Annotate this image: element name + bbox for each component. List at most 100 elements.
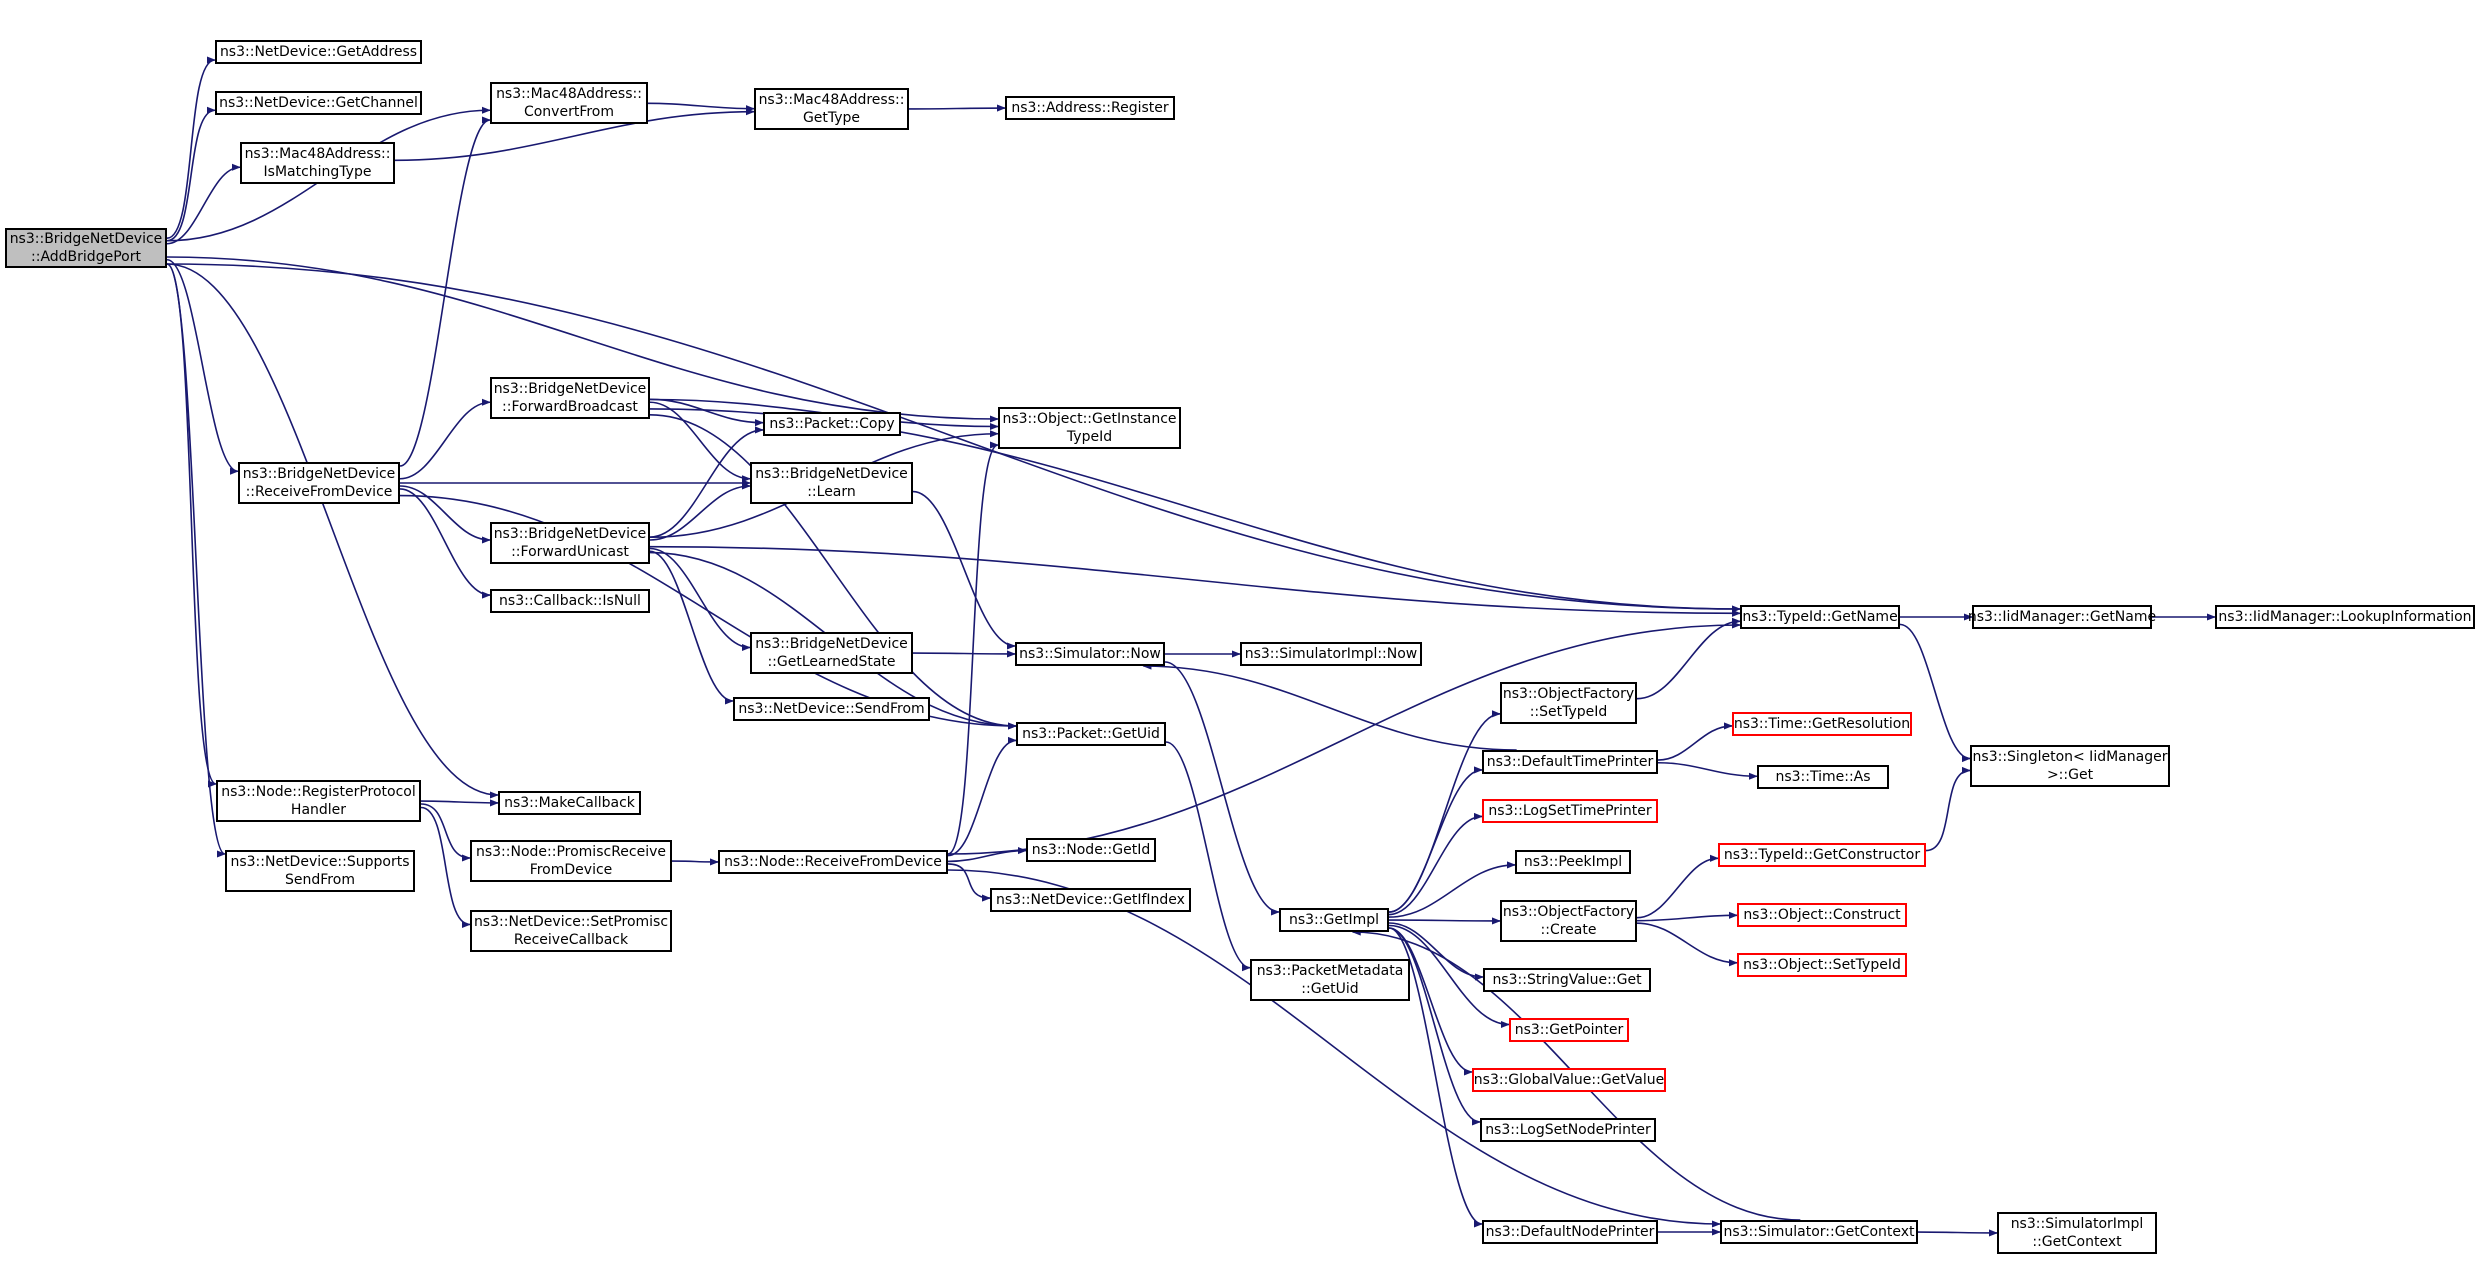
edge-defaulttimeprinter-to-sim_now xyxy=(1142,662,1517,751)
graph-node-time-as[interactable]: ns3::Time::As xyxy=(1757,765,1889,789)
edge-root-to-mac_ismatching xyxy=(166,163,241,245)
graph-node-registerprotocolhandler[interactable]: ns3::Node::RegisterProtocol Handler xyxy=(216,780,421,822)
edge-bnd_forwardbroadcast-to-packet_getuid xyxy=(649,414,1017,730)
edge-bnd_forwardbroadcast-to-typeid_getname xyxy=(649,408,1741,613)
edge-mac_convertfrom-to-mac_gettype xyxy=(647,102,755,113)
graph-node-nd-supportssendfrom[interactable]: ns3::NetDevice::Supports SendFrom xyxy=(225,850,415,892)
edge-node_receivefromdevice-to-nd_getifindex xyxy=(947,863,991,902)
edge-getimpl-to-logsetnodeprinter xyxy=(1388,927,1481,1126)
graph-node-packet-copy[interactable]: ns3::Packet::Copy xyxy=(763,412,901,436)
edge-node_receivefromdevice-to-node_getid xyxy=(947,847,1027,863)
edge-mac_ismatching-to-mac_gettype xyxy=(394,108,755,162)
edge-node_registerprotocolhandler-to-makecallback xyxy=(420,799,499,807)
edge-getimpl-to-objfactory_create xyxy=(1388,917,1501,925)
edge-bnd_forwardbroadcast-to-packet_copy xyxy=(649,398,764,427)
graph-node-defaulttimeprinter[interactable]: ns3::DefaultTimePrinter xyxy=(1482,750,1658,774)
graph-node-globalvalue-getvalue[interactable]: ns3::GlobalValue::GetValue xyxy=(1472,1068,1666,1092)
edge-typeid_getconstructor-to-singleton_get xyxy=(1925,766,1971,852)
graph-node-logsettimeprinter[interactable]: ns3::LogSetTimePrinter xyxy=(1482,799,1658,823)
graph-node-packet-getuid[interactable]: ns3::Packet::GetUid xyxy=(1016,722,1166,746)
edge-root-to-nd_getchannel xyxy=(166,106,216,242)
graph-node-nd-getchannel[interactable]: ns3::NetDevice::GetChannel xyxy=(215,91,422,115)
graph-node-time-getresolution[interactable]: ns3::Time::GetResolution xyxy=(1732,712,1912,736)
edge-bnd_forwardunicast-to-nd_sendfrom xyxy=(649,550,734,705)
graph-node-object-settypeid[interactable]: ns3::Object::SetTypeId xyxy=(1737,953,1907,977)
edge-objfactory_settypeid-to-typeid_getname xyxy=(1636,617,1741,700)
graph-node-forwardunicast[interactable]: ns3::BridgeNetDevice ::ForwardUnicast xyxy=(490,522,650,564)
edge-bnd_receivefromdevice-to-callback_isnull xyxy=(399,488,491,599)
edge-bnd_receivefromdevice-to-bnd_forwardbroadcast xyxy=(399,398,491,480)
graph-node-address-register[interactable]: ns3::Address::Register xyxy=(1005,96,1175,120)
graph-node-logsetnodeprinter[interactable]: ns3::LogSetNodePrinter xyxy=(1480,1118,1656,1142)
graph-node-iidmanager-lookupinformation[interactable]: ns3::IidManager::LookupInformation xyxy=(2215,605,2475,629)
edge-objfactory_create-to-obj_settypeid xyxy=(1636,922,1738,967)
edge-node_receivefromdevice-to-packet_getuid xyxy=(947,736,1017,857)
graph-node-object-getinstancetypeid[interactable]: ns3::Object::GetInstance TypeId xyxy=(998,407,1181,449)
graph-node-root: ns3::BridgeNetDevice ::AddBridgePort xyxy=(5,228,167,268)
edge-bnd_forwardbroadcast-to-bnd_learn xyxy=(649,401,751,483)
graph-node-nd-sendfrom[interactable]: ns3::NetDevice::SendFrom xyxy=(733,697,930,721)
edge-getimpl-to-logsettimeprinter xyxy=(1388,812,1483,916)
graph-node-objectfactory-settypeid[interactable]: ns3::ObjectFactory ::SetTypeId xyxy=(1500,682,1637,724)
edge-root-to-nd_supportssendfrom xyxy=(166,263,226,858)
edge-root-to-obj_getinstancetypeid xyxy=(166,256,999,423)
edge-mac_gettype-to-addr_register xyxy=(908,104,1006,112)
graph-node-nd-getaddress[interactable]: ns3::NetDevice::GetAddress xyxy=(215,40,422,64)
graph-node-stringvalue-get[interactable]: ns3::StringValue::Get xyxy=(1483,968,1651,992)
edge-bnd_receivefromdevice-to-bnd_forwardunicast xyxy=(399,485,491,544)
edge-node_registerprotocolhandler-to-node_promiscreceive xyxy=(420,803,471,862)
edge-bnd_forwardunicast-to-packet_copy xyxy=(649,426,764,538)
graph-node-mac-convertfrom[interactable]: ns3::Mac48Address:: ConvertFrom xyxy=(490,82,648,124)
edge-root-to-node_registerprotocolhandler xyxy=(166,263,217,788)
edge-typeid_getname-to-singleton_get xyxy=(1899,623,1971,763)
graph-node-forwardbroadcast[interactable]: ns3::BridgeNetDevice ::ForwardBroadcast xyxy=(490,377,650,419)
graph-node-defaultnodeprinter[interactable]: ns3::DefaultNodePrinter xyxy=(1482,1220,1658,1244)
edge-objfactory_create-to-obj_construct xyxy=(1636,911,1738,922)
edge-objfactory_create-to-typeid_getconstructor xyxy=(1636,854,1719,919)
graph-node-getimpl[interactable]: ns3::GetImpl xyxy=(1279,908,1389,932)
graph-node-getpointer[interactable]: ns3::GetPointer xyxy=(1509,1018,1629,1042)
edge-defaulttimeprinter-to-time_as xyxy=(1657,761,1758,780)
edge-bnd_forwardunicast-to-bnd_getlearnedstate xyxy=(649,547,751,652)
graph-node-node-getid[interactable]: ns3::Node::GetId xyxy=(1026,838,1156,862)
graph-node-callback-isnull[interactable]: ns3::Callback::IsNull xyxy=(490,589,650,613)
graph-node-promiscreceivefromdevice[interactable]: ns3::Node::PromiscReceive FromDevice xyxy=(470,840,672,882)
graph-node-objectfactory-create[interactable]: ns3::ObjectFactory ::Create xyxy=(1500,900,1637,942)
graph-node-iidmanager-getname[interactable]: ns3::IidManager::GetName xyxy=(1968,605,2156,629)
graph-node-simulatorimpl-getcontext[interactable]: ns3::SimulatorImpl ::GetContext xyxy=(1997,1212,2157,1254)
edge-getimpl-to-defaulttimeprinter xyxy=(1388,766,1483,913)
graph-node-typeid-getconstructor[interactable]: ns3::TypeId::GetConstructor xyxy=(1718,843,1926,867)
graph-node-simulator-getcontext[interactable]: ns3::Simulator::GetContext xyxy=(1720,1220,1918,1244)
edge-node_receivefromdevice-to-obj_getinstancetypeid xyxy=(947,441,999,855)
graph-node-typeid-getname[interactable]: ns3::TypeId::GetName xyxy=(1740,605,1900,629)
graph-node-bridge-receivefromdevice[interactable]: ns3::BridgeNetDevice ::ReceiveFromDevice xyxy=(238,462,400,504)
edge-root-to-nd_getaddress xyxy=(166,56,216,239)
graph-node-makecallback[interactable]: ns3::MakeCallback xyxy=(498,791,641,815)
edge-bnd_forwardunicast-to-typeid_getname xyxy=(649,545,1741,617)
graph-node-peekimpl[interactable]: ns3::PeekImpl xyxy=(1515,850,1631,874)
edge-node_promiscreceive-to-node_receivefromdevice xyxy=(671,858,719,866)
edge-getimpl-to-getpointer xyxy=(1388,924,1510,1029)
graph-node-learn[interactable]: ns3::BridgeNetDevice ::Learn xyxy=(750,462,913,504)
edge-node_registerprotocolhandler-to-nd_setpromisc xyxy=(420,806,471,929)
edge-getimpl-to-peekimpl xyxy=(1388,861,1516,918)
edge-getimpl-to-defaultnodeprinter xyxy=(1388,927,1483,1228)
edge-bnd_receivefromdevice-to-mac_convertfrom xyxy=(399,116,491,467)
graph-node-object-construct[interactable]: ns3::Object::Construct xyxy=(1737,903,1907,927)
graph-node-singleton-get[interactable]: ns3::Singleton< IidManager >::Get xyxy=(1970,745,2170,787)
graph-node-node-receivefromdevice[interactable]: ns3::Node::ReceiveFromDevice xyxy=(718,850,948,874)
graph-node-nd-setpromiscreceivecallback[interactable]: ns3::NetDevice::SetPromisc ReceiveCallba… xyxy=(470,910,672,952)
graph-node-simulator-now[interactable]: ns3::Simulator::Now xyxy=(1015,642,1165,666)
graph-node-mac-gettype[interactable]: ns3::Mac48Address:: GetType xyxy=(754,88,909,130)
edge-bnd_forwardunicast-to-bnd_learn xyxy=(649,482,751,541)
graph-node-nd-getifindex[interactable]: ns3::NetDevice::GetIfIndex xyxy=(990,888,1191,912)
graph-node-getlearnedstate[interactable]: ns3::BridgeNetDevice ::GetLearnedState xyxy=(750,632,913,674)
graph-node-simulatorimpl-now[interactable]: ns3::SimulatorImpl::Now xyxy=(1240,642,1422,666)
edge-sim_now-to-getimpl xyxy=(1164,661,1280,916)
edge-packet_getuid-to-packetmetadata_getuid xyxy=(1165,741,1251,972)
graph-node-mac-ismatchingtype[interactable]: ns3::Mac48Address:: IsMatchingType xyxy=(240,142,395,184)
edge-bnd_getlearnedstate-to-sim_now xyxy=(912,650,1016,658)
graph-node-packetmetadata-getuid[interactable]: ns3::PacketMetadata ::GetUid xyxy=(1250,959,1410,1001)
edge-bnd_learn-to-sim_now xyxy=(912,490,1016,650)
